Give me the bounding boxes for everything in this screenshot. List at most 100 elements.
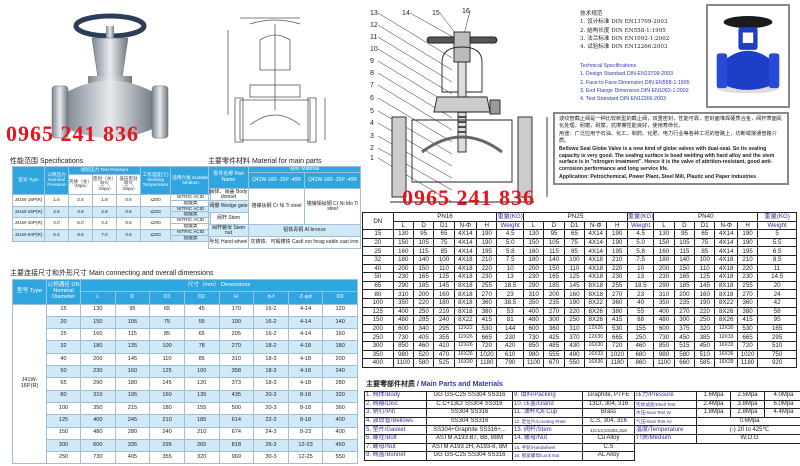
pressure-cell: 790 xyxy=(496,358,524,368)
header-pn25: PN25 xyxy=(522,212,628,222)
pressure-cell: 8X22 xyxy=(714,297,738,308)
pressure-cell: 220 xyxy=(736,263,759,274)
pressure-cell: 180 xyxy=(653,254,675,265)
pressure-cell: 235 xyxy=(673,297,696,308)
pressure-cell: 4X18 xyxy=(584,263,608,274)
parts-cell: SS304 SS316 xyxy=(426,416,513,427)
pressure-cell: 680 xyxy=(626,349,655,360)
dim-cell: 20 xyxy=(46,315,81,330)
pressure-cell: 210 xyxy=(736,254,759,265)
spec-cell: 6.0 xyxy=(68,217,93,230)
description-en: Bellows Seal Globe Valve is a new kind o… xyxy=(559,146,775,172)
callout-label: 6 xyxy=(370,95,374,102)
pressure-cell: 450 xyxy=(673,332,696,342)
dim-cell: 500 xyxy=(218,401,255,416)
dim-cell: 200 xyxy=(80,352,116,367)
pressure-cell: 230 xyxy=(653,272,675,282)
parts-cell: 10. 压盖/Gland xyxy=(512,399,583,410)
dim-cell: 22-3 xyxy=(253,414,289,428)
parts-cell: 1.6Mpa xyxy=(696,391,731,401)
pressure-cell: 850 xyxy=(653,340,675,351)
dim-cell: 180 xyxy=(149,401,185,416)
pressure-cell: 23 xyxy=(626,289,655,299)
pressure-cell: 16X36 xyxy=(584,358,608,368)
pressure-cell: 65 xyxy=(563,229,586,239)
dim-cell: 65 xyxy=(149,303,185,317)
pressure-cell: 370 xyxy=(563,332,586,342)
dim-cell: 373 xyxy=(218,377,255,391)
pressure-cell: 270 xyxy=(476,289,498,299)
pressure-cell: 7.5 xyxy=(496,254,524,265)
header-weight: Weight xyxy=(757,220,797,231)
parts-cell: 介质/Medium xyxy=(634,433,697,444)
dim-cell: 4-14 xyxy=(287,303,324,317)
pressure-cell: 200 xyxy=(673,289,696,299)
pressure-cell: 4X18 xyxy=(453,254,478,265)
pressure-cell: 125 xyxy=(694,272,716,282)
pressure-cell: 360 xyxy=(736,297,759,308)
pressure-cell: 14.5 xyxy=(757,272,797,282)
callout-label: 3 xyxy=(370,133,374,140)
pressure-cell: 250 xyxy=(412,306,435,317)
dim-cell: 480 xyxy=(80,426,116,440)
pressure-cell: 220 xyxy=(476,263,498,274)
pressure-cell: 8X18 xyxy=(453,280,478,291)
dim-cell: 195 xyxy=(114,389,151,403)
header-col: H xyxy=(736,220,759,231)
pressure-cell: 165 xyxy=(757,323,797,334)
pressure-cell: 115 xyxy=(412,246,435,256)
callout-leader xyxy=(377,24,453,71)
pressure-cell: 1100 xyxy=(392,358,414,368)
dim-cell: 180 xyxy=(114,377,151,391)
parts-cell: ASTM A193 B7, B8, B8M xyxy=(426,433,513,444)
pressure-cell: 230 xyxy=(392,272,414,282)
pressure-cell: 85 xyxy=(694,246,716,256)
pressure-cell: 150 xyxy=(522,237,545,248)
dim-cell: 160 xyxy=(322,328,358,342)
dim-cell: 335 xyxy=(114,438,151,453)
pressure-cell: 140 xyxy=(673,254,696,265)
pressure-cell: 38.5 xyxy=(496,297,524,308)
dim-cell: 16-2 xyxy=(253,315,289,330)
tech-spec-item: 2. Face to Face Dimension DIN EN558-1:19… xyxy=(580,79,690,86)
header-material: 材料 Material xyxy=(248,165,361,174)
main-parts-title-cn: 主要零部件材质 / xyxy=(366,381,421,388)
watermark-phone-left: 0965 241 836 xyxy=(6,121,139,146)
pressure-cell: 220 xyxy=(412,297,435,308)
header-col: D xyxy=(412,220,435,231)
tech-spec-item: 3. End Flange Dimension DIN EN1092-1:200… xyxy=(580,87,689,94)
dim-cell: 20-3 xyxy=(253,401,289,416)
parts-cell: 2.4Mpa xyxy=(696,399,731,410)
dim-cell: 8-18 xyxy=(287,414,324,428)
parts-empty xyxy=(635,452,800,461)
pressure-cell: 470 xyxy=(433,349,455,360)
dim-cell: 4-18 xyxy=(287,340,324,354)
pressure-cell: 580 xyxy=(412,358,435,368)
pressure-cell: 8X22 xyxy=(584,297,608,308)
dim-cell: 140 xyxy=(322,315,358,330)
pressure-cell: 200 xyxy=(412,289,435,299)
pressure-cell: 255 xyxy=(736,280,759,291)
parts-cell: 4.0Mpa xyxy=(764,391,800,401)
pressure-cell: 190 xyxy=(476,237,498,248)
dim-cell: 85 xyxy=(183,352,220,367)
pressure-cell: 16X33 xyxy=(714,340,738,351)
dim-cell: 730 xyxy=(80,451,116,465)
header-part-name: 零件名称 Part Name xyxy=(208,165,249,190)
pressure-cell: 730 xyxy=(653,332,675,342)
pressure-cell: 4X14 xyxy=(714,229,738,239)
dim-cell: 120 xyxy=(322,303,358,317)
dim-cell: 674 xyxy=(218,426,255,440)
parts-cell: (-) 20 to 425℃ xyxy=(696,425,800,435)
pressure-cell: 150 xyxy=(653,237,675,248)
tech-spec-en: Technical Specifications 1. Design Stand… xyxy=(580,62,690,103)
dim-cell: 295 xyxy=(149,438,185,453)
